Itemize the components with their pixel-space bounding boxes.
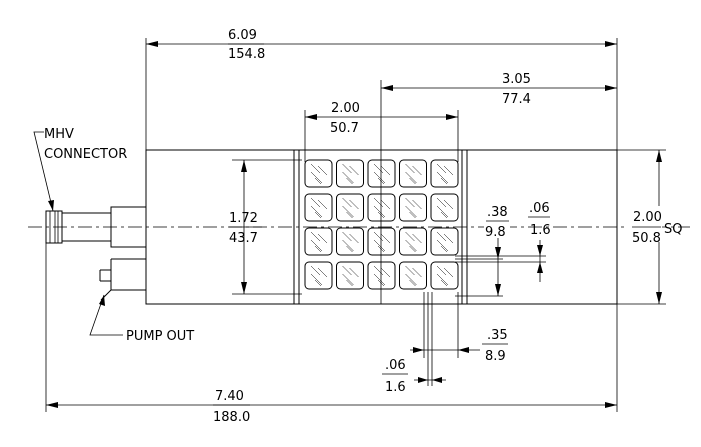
mhv-label-line1: MHV: [44, 127, 74, 142]
dim-array-width: 2.00 50.7: [304, 101, 459, 162]
detector-cell: [336, 261, 364, 290]
dim-overall-top-mm: 154.8: [228, 47, 265, 62]
detector-cell: [399, 261, 427, 290]
dim-pitch: .35 8.9: [410, 292, 508, 364]
dim-overall-bottom-in: 7.40: [215, 389, 244, 404]
dim-array-width-in: 2.00: [331, 101, 360, 116]
dim-body-height-mm: 50.8: [632, 231, 661, 246]
dim-overall-top-in: 6.09: [228, 28, 257, 43]
dim-gap-vertical-mm: 1.6: [530, 223, 551, 238]
detector-cell: [304, 159, 333, 188]
dim-array-width-mm: 50.7: [330, 121, 359, 136]
dim-pitch-in: .35: [487, 328, 508, 343]
mhv-label: MHV CONNECTOR: [33, 127, 127, 212]
detector-cell: [399, 193, 427, 222]
pump-out-text: PUMP OUT: [126, 329, 194, 344]
dim-body-height: 2.00 50.8 SQ: [617, 149, 682, 305]
dim-gap-vertical-in: .06: [529, 201, 550, 216]
dim-gap-horizontal-in: .06: [385, 358, 406, 373]
dim-gap-horizontal-mm: 1.6: [385, 380, 406, 395]
detector-cell: [336, 227, 364, 256]
detector-cell: [304, 227, 333, 256]
dim-right-offset-mm: 77.4: [502, 92, 531, 107]
detector-cell: [367, 193, 396, 222]
dim-row-gap: .38 9.8: [455, 202, 510, 297]
detector-cell: [430, 193, 459, 222]
dim-array-height: 1.72 43.7: [229, 159, 302, 295]
dim-overall-bottom: 7.40 188.0: [45, 243, 618, 425]
dim-gap-vertical: .06 1.6: [455, 201, 551, 282]
detector-cell-array: [304, 159, 459, 290]
dim-pitch-mm: 8.9: [485, 349, 506, 364]
detector-cell: [367, 159, 396, 188]
dim-gap-horizontal: .06 1.6: [382, 292, 446, 395]
detector-cell: [430, 261, 459, 290]
dim-overall-bottom-mm: 188.0: [213, 410, 250, 425]
detector-cell: [430, 159, 459, 188]
dim-overall-top: 6.09 154.8: [145, 28, 618, 150]
dim-array-height-in: 1.72: [229, 211, 258, 226]
mhv-connector: [45, 206, 147, 248]
mhv-label-line2: CONNECTOR: [44, 147, 127, 162]
dim-row-gap-in: .38: [487, 205, 508, 220]
detector-cell: [430, 227, 459, 256]
dim-right-offset-in: 3.05: [502, 72, 531, 87]
detector-cell: [304, 193, 333, 222]
detector-cell: [367, 261, 396, 290]
detector-cell: [304, 261, 333, 290]
detector-cell: [399, 159, 427, 188]
detector-cell: [336, 159, 364, 188]
pump-out-label: PUMP OUT: [89, 294, 194, 344]
dim-body-height-in: 2.00: [633, 210, 662, 225]
pump-out-tube: [99, 258, 146, 301]
dim-row-gap-mm: 9.8: [485, 225, 506, 240]
sq-label: SQ: [664, 222, 682, 237]
detector-cell: [399, 227, 427, 256]
detector-cell: [336, 193, 364, 222]
detector-cell: [367, 227, 396, 256]
dim-array-height-mm: 43.7: [229, 231, 258, 246]
